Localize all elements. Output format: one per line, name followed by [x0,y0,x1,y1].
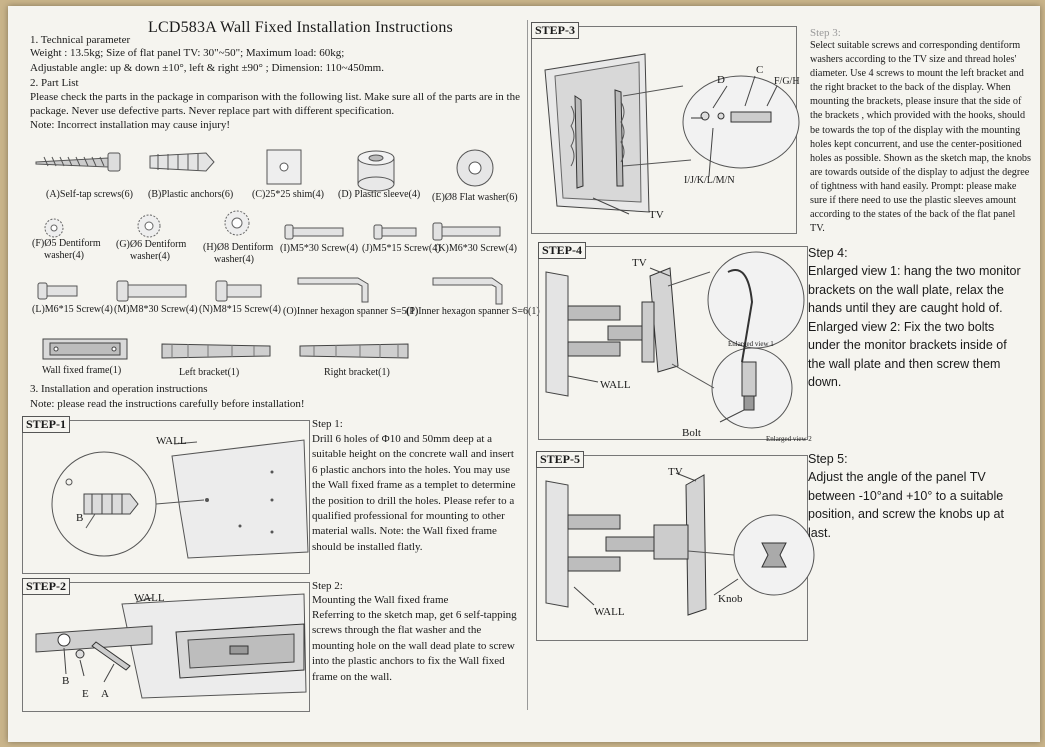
step5-heading: Step 5: [808,452,848,466]
instruction-sheet: LCD583A Wall Fixed Installation Instruct… [8,6,1040,742]
install-note: Note: please read the instructions caref… [30,398,305,410]
step4-tv-label: TV [632,257,647,269]
step4-heading: Step 4: [808,246,848,260]
step4-bolt-label: Bolt [682,427,701,439]
part-d-label: (D) Plastic sleeve(4) [338,189,421,200]
partlist-line-1: Please check the parts in the package in… [30,91,520,103]
parts-illustrations [35,149,503,360]
step3-c-label: C [756,64,764,76]
step4-body: Enlarged view 1: hang the two monitor br… [808,264,1021,389]
step4-diagram [545,251,805,429]
page-title: LCD583A Wall Fixed Installation Instruct… [148,19,453,36]
step4-tag: STEP-4 [538,242,587,259]
part-k-label: (K)M6*30 Screw(4) [435,243,517,254]
step2-diagram-box [22,582,310,712]
screw-m5x30-icon [284,224,344,240]
step5-wall-label: WALL [594,606,625,618]
part-m-label: (M)M8*30 Screw(4) [114,304,198,315]
step3-fgh-label: F/G/H [774,76,800,87]
right-bracket-label: Right bracket(1) [324,367,390,378]
wall-fixed-frame-icon [42,338,128,360]
plastic-sleeve-icon [357,150,395,192]
dentiform-washer-f-icon [44,218,64,238]
screw-m8x15-icon [215,280,262,302]
left-bracket-icon [161,343,271,359]
plastic-anchor-icon [149,152,215,172]
part-f-label-1: (F)Ø5 Dentiform [32,238,101,249]
step3-ijklmn-label: I/J/K/L/M/N [684,175,735,186]
part-h-label-2: washer(4) [214,254,254,265]
step4-wall-label: WALL [600,379,631,391]
step3-tv-label: TV [649,209,664,221]
step2-diagram [35,593,307,699]
step4-diagram-box [538,246,808,440]
part-n-label: (N)M8*15 Screw(4) [199,304,281,315]
technical-heading: 1. Technical parameter [30,34,131,46]
part-b-label: (B)Plastic anchors(6) [148,189,234,200]
part-c-label: (C)25*25 shim(4) [252,189,324,200]
flat-washer-icon [456,149,494,187]
step5-body: Adjust the angle of the panel TV between… [808,470,1004,540]
self-tap-screw-icon [35,152,121,172]
step1-heading: Step 1: [312,418,343,430]
step1-body: Drill 6 holes of Φ10 and 50mm deep at a … [312,433,516,553]
step5-knob-label: Knob [718,593,743,605]
part-h-label-1: (H)Ø8 Dentiform [203,242,274,253]
dentiform-washer-h-icon [224,210,250,236]
step4-enlarged-view-1-label: Enlarged view 1 [728,340,774,348]
step1-wall-label: WALL [156,435,187,447]
partlist-heading: 2. Part List [30,77,79,89]
step3-tag: STEP-3 [531,22,580,39]
step1-b-label: B [76,512,84,524]
step2-heading: Step 2: [312,580,343,592]
right-bracket-icon [299,343,409,359]
step2-subheading: Mounting the Wall fixed frame [312,594,449,606]
left-bracket-label: Left bracket(1) [179,367,240,378]
column-divider [527,20,528,710]
technical-line-1: Weight : 13.5kg; Size of flat panel TV: … [30,47,345,59]
part-e-label: (E)Ø8 Flat washer(6) [432,192,518,203]
part-l-label: (L)M6*15 Screw(4) [32,304,113,315]
screw-m6x15-icon [37,282,78,300]
partlist-note: Note: Incorrect installation may cause i… [30,119,231,131]
hex-spanner-s6-icon [432,277,503,305]
partlist-line-2: package. Never use defective parts. Neve… [30,105,395,117]
part-p-label: (P)Inner hexagon spanner S=6(1) [406,306,540,317]
technical-line-2: Adjustable angle: up & down ±10°, left &… [30,62,384,74]
install-heading: 3. Installation and operation instructio… [30,383,208,395]
dentiform-washer-g-icon [137,214,161,238]
step3-d-label: D [717,74,725,86]
step2-body: Referring to the sketch map, get 6 self-… [312,609,517,683]
part-i-label: (I)M5*30 Screw(4) [280,243,359,254]
step4-enlarged-view-2-label: Enlarged view 2 [766,435,812,443]
step2-e-label: E [82,688,89,700]
screw-m6x30-icon [432,222,501,241]
screw-m5x15-icon [373,224,417,240]
hex-spanner-s5-icon [297,277,369,303]
step3-diagram [544,53,800,215]
step3-heading: Step 3: [810,27,841,39]
part-o-label: (O)Inner hexagon spanner S=5(1) [283,306,419,317]
step3-body: Select suitable screws and corresponding… [810,40,1031,235]
step5-diagram [545,472,815,616]
part-f-label-2: washer(4) [44,250,84,261]
step5-tv-label: TV [668,466,683,478]
step1-tag: STEP-1 [22,416,71,433]
part-j-label: (J)M5*15 Screw(4) [362,243,441,254]
shim-icon [266,149,302,185]
step1-diagram-box [22,420,310,574]
part-a-label: (A)Self-tap screws(6) [46,189,133,200]
part-g-label-2: washer(4) [130,251,170,262]
screw-m8x30-icon [116,280,187,302]
step2-wall-label: WALL [134,592,165,604]
wall-frame-label: Wall fixed frame(1) [42,365,122,376]
step2-b-label: B [62,675,70,687]
step5-tag: STEP-5 [536,451,585,468]
part-g-label-1: (G)Ø6 Dentiform [116,239,187,250]
step1-diagram [51,439,309,559]
step2-tag: STEP-2 [22,578,71,595]
step2-a-label: A [101,688,109,700]
